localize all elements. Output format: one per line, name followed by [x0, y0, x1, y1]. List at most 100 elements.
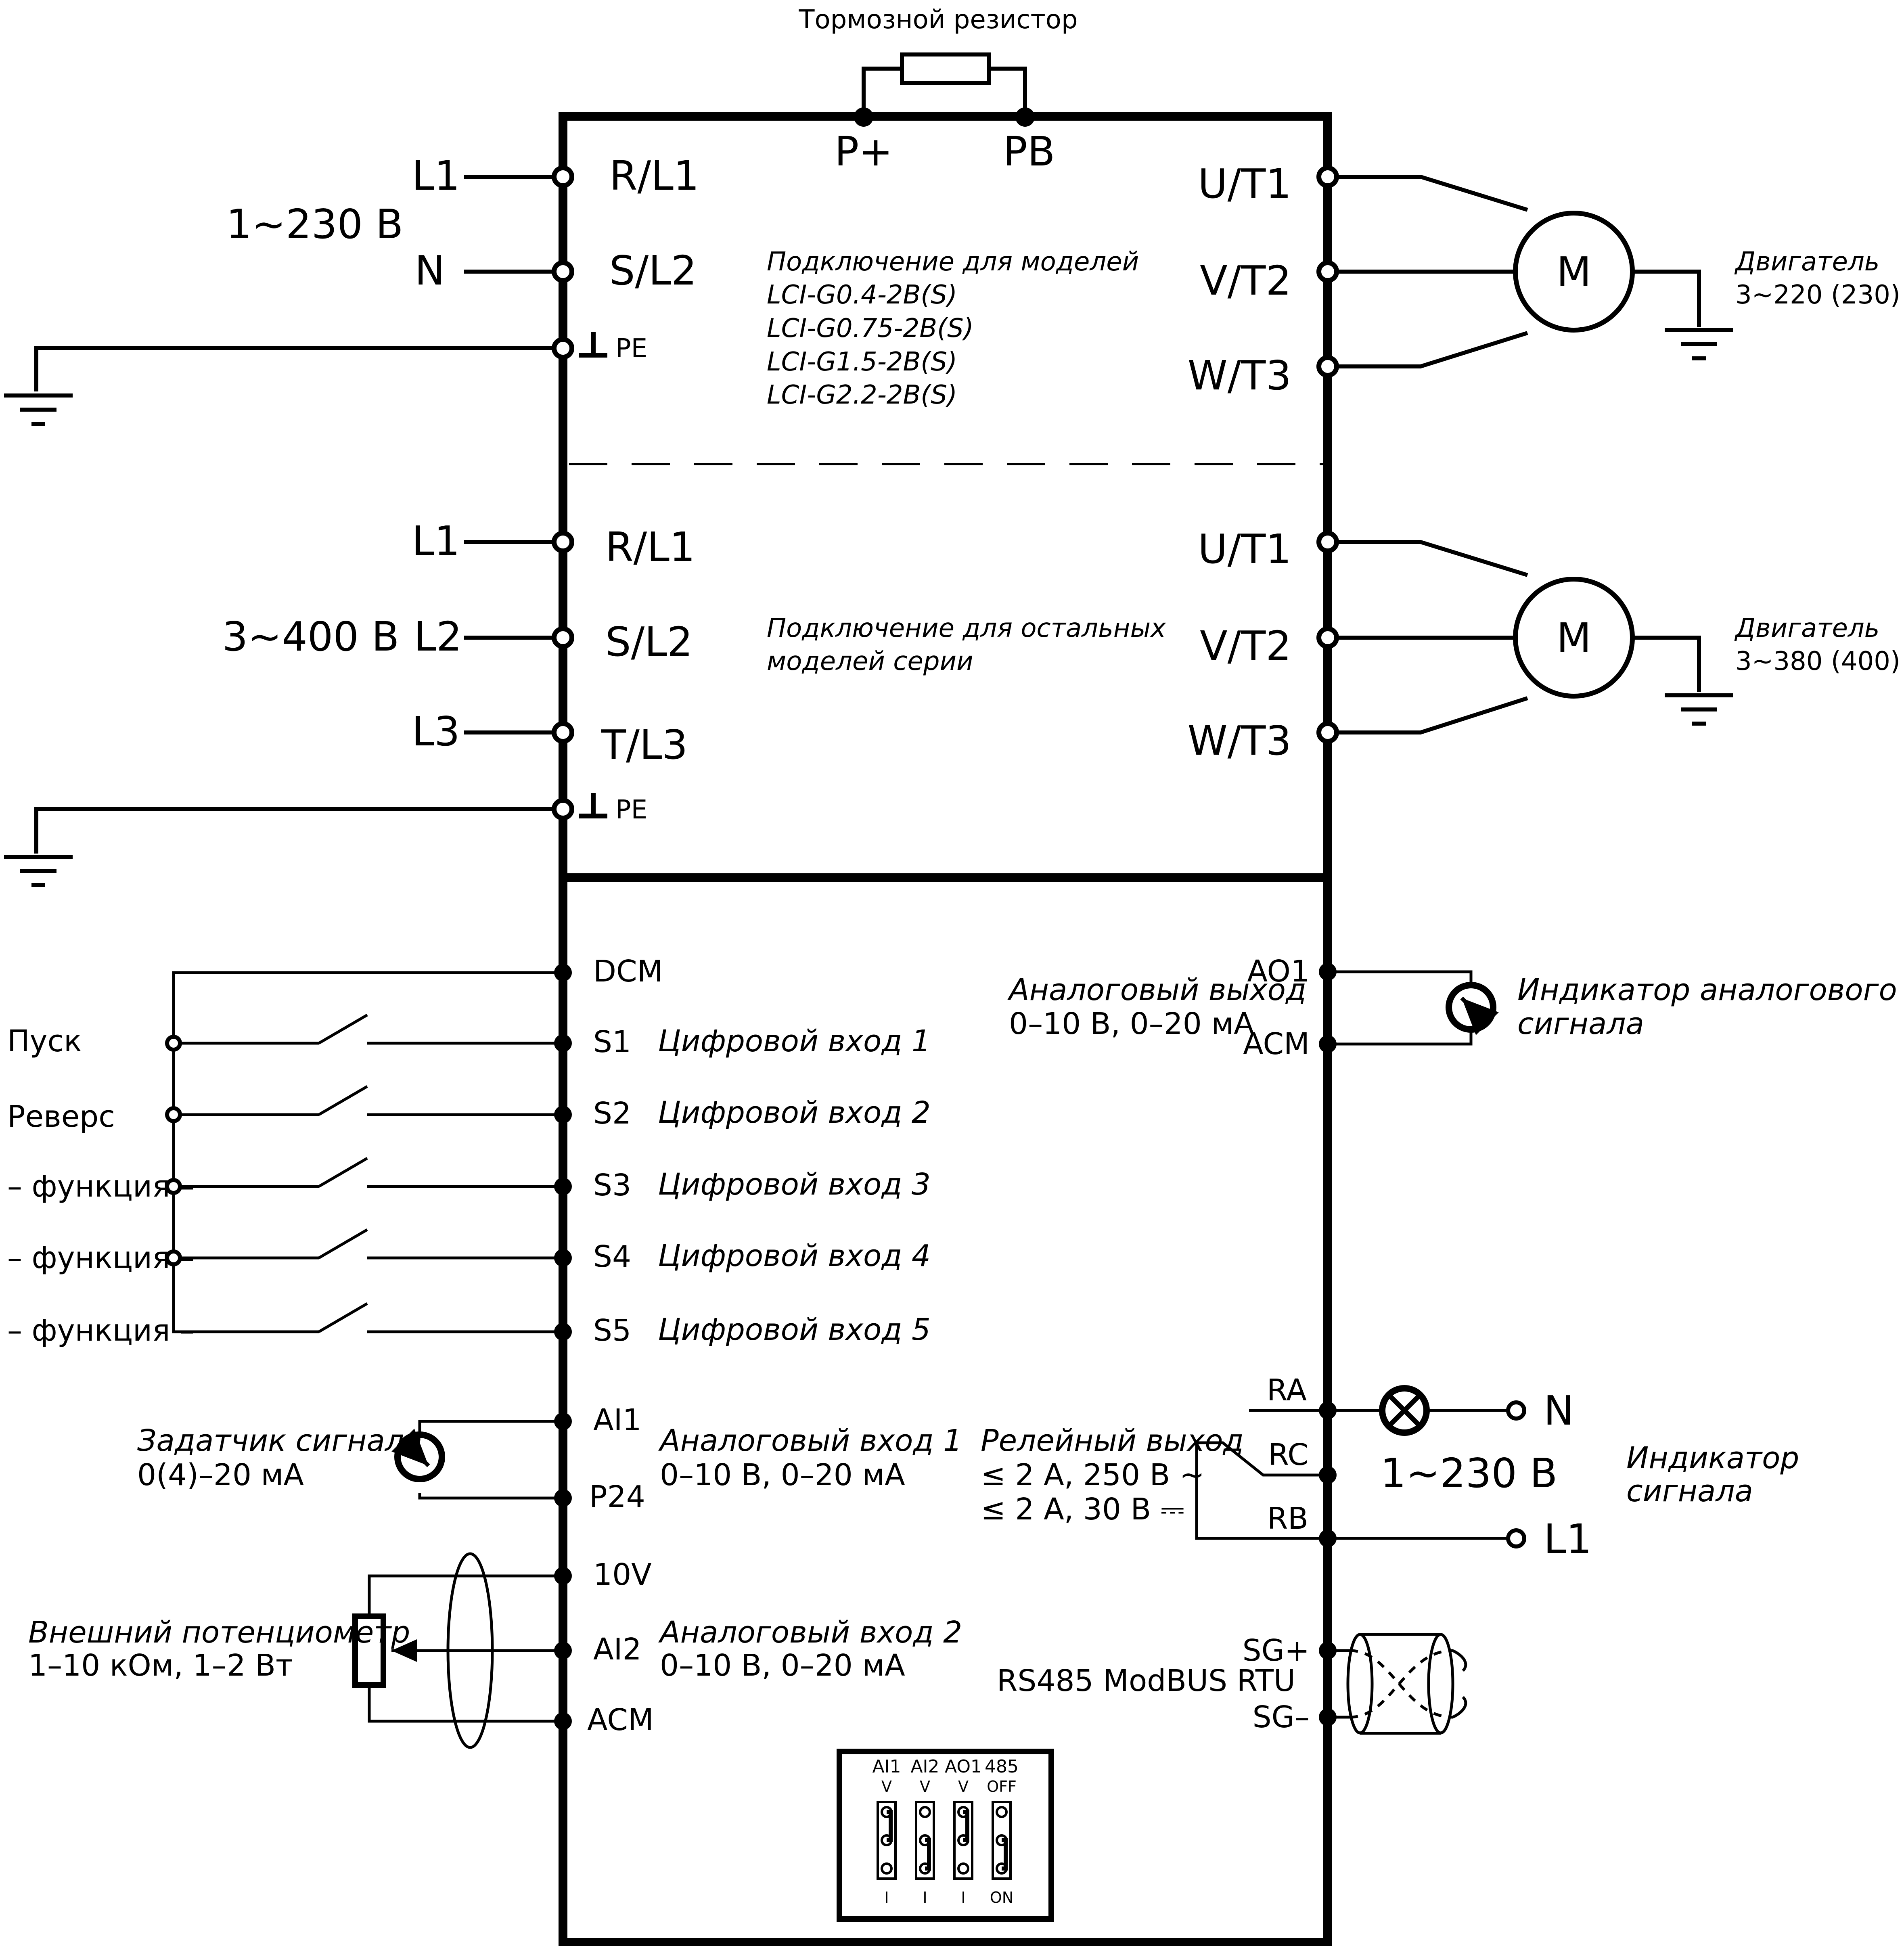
motor-1-symbol [1513, 211, 1635, 333]
analog-output: AO1 ACM Аналоговый выход 0–10 В, 0–20 мА… [1007, 954, 1897, 1061]
supply-2-label: 3~400 В [222, 613, 400, 660]
terminal-r-l1: R/L1 [609, 152, 699, 199]
relay-desc: Релейный выход [981, 1423, 1244, 1458]
terminal-v-t2-1: V/T2 [1200, 257, 1291, 304]
motor-1-rating: 3~220 (230) В [1735, 280, 1904, 310]
input-2-l2: L2 [414, 613, 462, 660]
terminal-s5: S5 [593, 1313, 631, 1348]
terminal-pb [1015, 107, 1035, 127]
pe-label-2: PE [615, 795, 647, 825]
twisted-pair-cable-icon [1346, 1633, 1467, 1735]
svg-text:Подключение для остальных: Подключение для остальных [767, 613, 1166, 643]
ground-icon [579, 332, 607, 358]
terminal-s2: S2 [593, 1096, 631, 1131]
terminal-dcm: DCM [593, 954, 663, 989]
terminal-rb: RB [1267, 1501, 1308, 1536]
svg-text:LCI-G0.75-2B(S): LCI-G0.75-2B(S) [767, 314, 974, 343]
dip-switch-sub-label: V [920, 1778, 930, 1795]
dip-switch-top-label: AO1 [945, 1756, 982, 1777]
motor-1-label: Двигатель [1734, 247, 1879, 277]
digital-input-desc-5: Цифровой вход 5 [658, 1312, 931, 1347]
note-2: Подключение для остальных моделей серии [767, 613, 1166, 676]
analog-in-2-desc: Аналоговый вход 2 [658, 1615, 962, 1650]
svg-text:моделей серии: моделей серии [767, 647, 973, 676]
motor-1-m: M [1557, 248, 1591, 295]
relay-rating-dc: ≤ 2 А, 30 В ⎓ [981, 1492, 1184, 1527]
terminal-p24: P24 [589, 1479, 645, 1514]
terminal-v-t2-2: V/T2 [1200, 622, 1291, 670]
terminal-w-t3-1: W/T3 [1188, 352, 1291, 399]
motor-2-symbol [1513, 577, 1635, 699]
rs485-label: RS485 ModBUS RTU [997, 1664, 1295, 1698]
rs485-port: SG+ SG– RS485 ModBUS RTU [997, 1633, 1467, 1735]
dip-switch-sub-label: V [958, 1778, 969, 1795]
svg-text:LCI-G0.4-2B(S): LCI-G0.4-2B(S) [767, 280, 957, 310]
function-start: Пуск [7, 1024, 82, 1059]
relay-rating-ac: ≤ 2 А, 250 В ~ [981, 1458, 1205, 1492]
potentiometer-label: Внешний потенциометр [28, 1615, 410, 1650]
dip-switch-top-label: AI1 [872, 1756, 901, 1777]
brake-resistor-label: Тормозной резистор [798, 5, 1078, 35]
terminal-s-l2-2: S/L2 [605, 618, 693, 665]
dip-switch-top-label: 485 [985, 1756, 1019, 1777]
terminal-s4: S4 [593, 1239, 631, 1274]
dip-switch-bottom-label: I [923, 1889, 927, 1906]
pe-label-1: PE [615, 334, 647, 364]
terminal-s1: S1 [593, 1025, 631, 1059]
function-3: – функция – [7, 1169, 195, 1204]
note-1: Подключение для моделей LCI-G0.4-2B(S) L… [767, 247, 1139, 410]
terminal-ao1: AO1 [1247, 954, 1310, 989]
function-4: – функция – [7, 1241, 195, 1275]
dip-switch-top-label: AI2 [910, 1756, 939, 1777]
input-2-l3: L3 [412, 708, 460, 755]
relay-indicator-label: Индикатор [1626, 1441, 1799, 1475]
svg-text:LCI-G1.5-2B(S): LCI-G1.5-2B(S) [767, 347, 957, 377]
power-section-1: 1~230 В L1 N R/L1 S/L2 PE Подключение дл… [4, 152, 1904, 426]
function-5: – функция – [7, 1313, 195, 1348]
terminal-acm-out: ACM [1243, 1027, 1310, 1061]
dip-switch-bottom-label: I [961, 1889, 965, 1906]
terminal-w-t3-2: W/T3 [1188, 717, 1291, 764]
input-1-l1: L1 [412, 152, 460, 199]
digital-inputs: DCM S1 S2 S3 S4 S5 Цифровой вход 1 Цифро… [7, 954, 931, 1348]
relay-supply-label: 1~230 В [1381, 1450, 1558, 1497]
brake-resistor-group: Тормозной резистор P+ PB [798, 5, 1078, 175]
cable-shield [446, 1552, 494, 1749]
terminal-ra: RA [1267, 1373, 1307, 1408]
terminal-u-t1-2: U/T1 [1198, 525, 1291, 573]
label-pb: PB [1003, 128, 1055, 175]
terminal-s3: S3 [593, 1168, 631, 1203]
potentiometer-rating: 1–10 кОм, 1–2 Вт [28, 1648, 293, 1683]
relay-l1-label: L1 [1544, 1515, 1592, 1563]
input-2-l1: L1 [412, 517, 460, 565]
terminal-s-l2: S/L2 [609, 247, 697, 294]
analog-out-range: 0–10 В, 0–20 мА [1009, 1006, 1254, 1041]
terminal-r-l1-2: R/L1 [605, 523, 695, 571]
motor-2-rating: 3~380 (400) В [1735, 647, 1904, 676]
analog-in-2-range: 0–10 В, 0–20 мА [660, 1648, 905, 1683]
signal-source-label: Задатчик сигнала [137, 1423, 422, 1458]
label-p-plus: P+ [835, 128, 893, 175]
analog-input-2: 10V AI2 ACM Аналоговый вход 2 0–10 В, 0–… [28, 1552, 962, 1749]
potentiometer-symbol [352, 1613, 386, 1688]
relay-indicator-label-2: сигнала [1626, 1474, 1753, 1509]
digital-input-desc-4: Цифровой вход 4 [658, 1239, 931, 1273]
analog-indicator-label-2: сигнала [1517, 1006, 1644, 1041]
svg-text:Подключение для моделей: Подключение для моделей [767, 247, 1139, 277]
brake-resistor-symbol [900, 52, 991, 85]
signal-source-range: 0(4)–20 мА [137, 1458, 304, 1492]
terminal-u-t1-1: U/T1 [1198, 160, 1291, 207]
terminal-t-l3-2: T/L3 [601, 721, 688, 768]
dip-switch-sub-label: OFF [987, 1778, 1017, 1795]
terminal-sg-minus: SG– [1253, 1700, 1310, 1735]
relay-n-label: N [1544, 1387, 1574, 1434]
motor-2-label: Двигатель [1734, 613, 1879, 643]
relay-output: RA RC RB Релейный выход ≤ 2 А, 250 В ~ ≤… [981, 1373, 1799, 1563]
analog-input-1: AI1 P24 Аналоговый вход 1 0–10 В, 0–20 м… [137, 1403, 962, 1514]
terminal-sg-plus: SG+ [1243, 1633, 1310, 1668]
